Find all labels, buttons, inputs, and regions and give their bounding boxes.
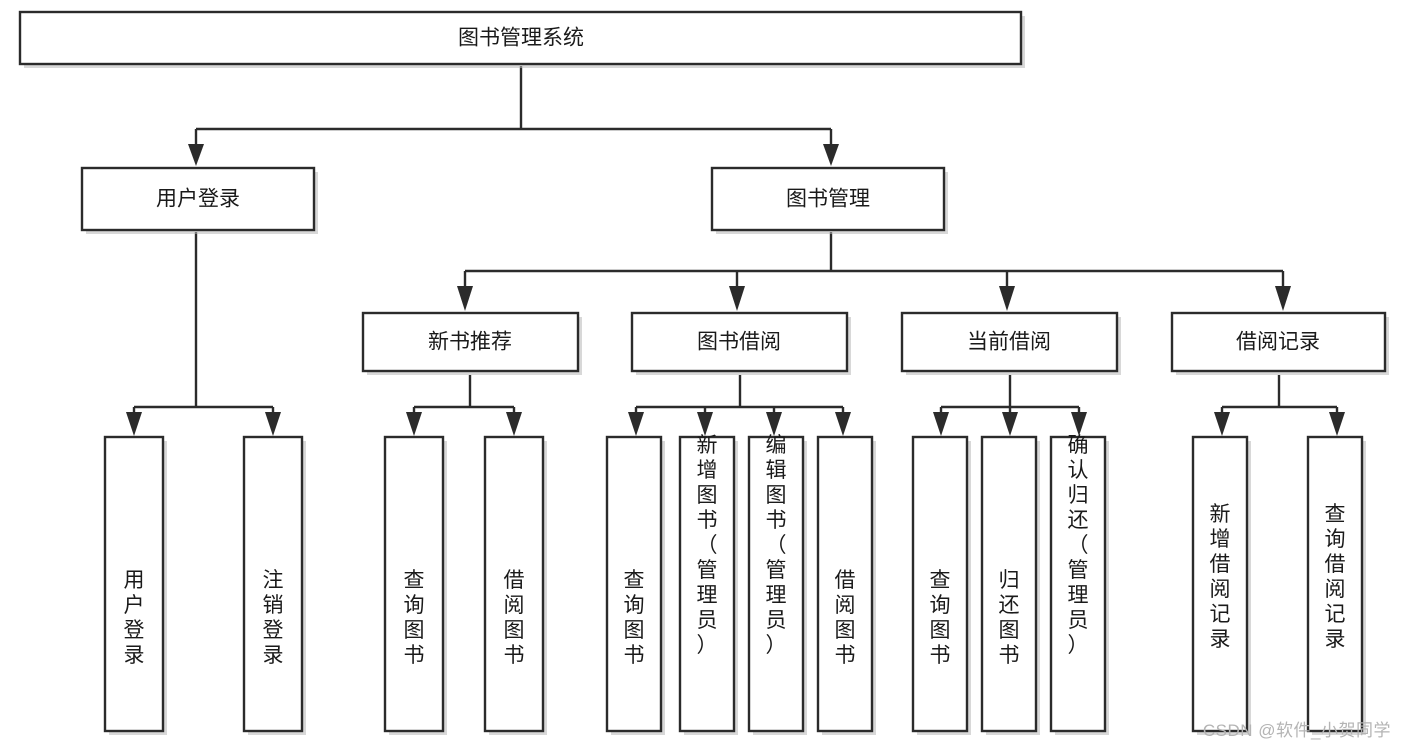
node-current-borrow[interactable]: 当前借阅 [900,311,1121,375]
arrowhead-borrow-record [1275,286,1291,311]
node-leaf-confirm-return[interactable]: 确认归还（管理员） [1049,434,1109,735]
arrowhead-book-borrow [729,286,745,311]
arrowhead-leaf-logout-login [265,412,281,436]
node-leaf-borrow-book-2-box[interactable] [816,435,874,733]
connector-group-book-management [457,232,1291,311]
node-new-book-recommend-label: 新书推荐 [428,331,512,354]
node-leaf-query-book-1-box[interactable] [383,435,445,733]
arrowhead-current-borrow [999,286,1015,311]
node-leaf-user-login[interactable]: 用户登录 [103,435,167,735]
node-leaf-logout-login-box[interactable] [242,435,304,733]
node-leaf-edit-book-label: 编辑图书（管理员） [766,434,787,657]
connector-group-root [188,66,839,166]
node-user-login[interactable]: 用户登录 [80,166,318,234]
connector-group-current-borrow [933,375,1087,436]
arrowhead-leaf-add-book [697,412,713,436]
arrowhead-leaf-query-book-2 [628,412,644,436]
node-leaf-edit-book[interactable]: 编辑图书（管理员） [747,434,807,735]
csdn-watermark: CSDN @软件_小贺同学 [1202,721,1391,740]
node-leaf-query-book-3-box[interactable] [911,435,969,733]
node-leaf-query-record[interactable]: 查询借阅记录 [1306,435,1366,735]
node-leaf-logout-login-label: 注销登录 [263,569,284,667]
connector-group-user-login [126,232,281,436]
node-leaf-edit-book-box[interactable] [747,435,805,733]
node-book-management[interactable]: 图书管理 [710,166,948,234]
node-book-management-box[interactable] [710,166,946,232]
node-leaf-query-record-box[interactable] [1306,435,1364,733]
node-leaf-user-login-box[interactable] [103,435,165,733]
node-current-borrow-label: 当前借阅 [967,331,1051,354]
arrowhead-leaf-query-book-1 [406,412,422,436]
node-leaf-confirm-return-box[interactable] [1049,435,1107,733]
arrowhead-leaf-borrow-book-1 [506,412,522,436]
arrowhead-leaf-confirm-return [1071,412,1087,436]
node-leaf-query-book-3[interactable]: 查询图书 [911,435,971,735]
node-leaf-query-book-2-label: 查询图书 [624,569,645,667]
node-leaf-borrow-book-2-label: 借阅图书 [835,569,856,667]
node-leaf-add-book-label: 新增图书（管理员） [697,434,718,657]
node-leaf-add-record-label: 新增借阅记录 [1210,503,1231,651]
arrowhead-leaf-return-book [1002,412,1018,436]
connector-group-book-borrow [628,375,851,436]
node-borrow-record[interactable]: 借阅记录 [1170,311,1389,375]
arrowhead-leaf-user-login [126,412,142,436]
node-leaf-query-book-3-label: 查询图书 [930,569,951,667]
node-new-book-recommend[interactable]: 新书推荐 [361,311,582,375]
arrowhead-leaf-add-record [1214,412,1230,436]
node-root-box[interactable] [18,10,1023,66]
node-leaf-add-record[interactable]: 新增借阅记录 [1191,435,1251,735]
arrowhead-book-management [823,144,839,166]
node-leaf-user-login-label: 用户登录 [124,569,145,667]
node-current-borrow-box[interactable] [900,311,1119,373]
node-leaf-query-book-1[interactable]: 查询图书 [383,435,447,735]
node-leaf-borrow-book-1-box[interactable] [483,435,545,733]
node-leaf-query-record-label: 查询借阅记录 [1325,503,1346,651]
node-borrow-record-label: 借阅记录 [1236,331,1320,354]
node-leaf-query-book-2-box[interactable] [605,435,663,733]
node-book-borrow-label: 图书借阅 [697,331,781,354]
arrowhead-leaf-query-book-3 [933,412,949,436]
node-root[interactable]: 图书管理系统 [18,10,1025,68]
arrowhead-leaf-edit-book [766,412,782,436]
node-book-borrow[interactable]: 图书借阅 [630,311,851,375]
node-leaf-return-book[interactable]: 归还图书 [980,435,1040,735]
arrowhead-leaf-borrow-book-2 [835,412,851,436]
node-leaf-borrow-book-1[interactable]: 借阅图书 [483,435,547,735]
node-user-login-box[interactable] [80,166,316,232]
connector-group-borrow-record [1214,375,1345,436]
connector-group-new-book-recommend [406,375,522,436]
node-leaf-logout-login[interactable]: 注销登录 [242,435,306,735]
node-leaf-return-book-label: 归还图书 [999,569,1020,667]
arrowhead-leaf-query-record [1329,412,1345,436]
arrowhead-new-book-recommend [457,286,473,311]
node-new-book-recommend-box[interactable] [361,311,580,373]
node-leaf-add-book-box[interactable] [678,435,736,733]
node-leaf-return-book-box[interactable] [980,435,1038,733]
node-borrow-record-box[interactable] [1170,311,1387,373]
node-root-label: 图书管理系统 [458,27,584,50]
node-leaf-query-book-1-label: 查询图书 [404,569,425,667]
node-book-management-label: 图书管理 [786,188,870,211]
node-leaf-add-record-box[interactable] [1191,435,1249,733]
node-leaf-borrow-book-2[interactable]: 借阅图书 [816,435,876,735]
node-leaf-borrow-book-1-label: 借阅图书 [504,569,525,667]
node-leaf-add-book[interactable]: 新增图书（管理员） [678,434,738,735]
node-leaf-query-book-2[interactable]: 查询图书 [605,435,665,735]
node-leaf-confirm-return-label: 确认归还（管理员） [1068,434,1089,657]
node-book-borrow-box[interactable] [630,311,849,373]
node-user-login-label: 用户登录 [156,188,240,211]
arrowhead-user-login [188,144,204,166]
